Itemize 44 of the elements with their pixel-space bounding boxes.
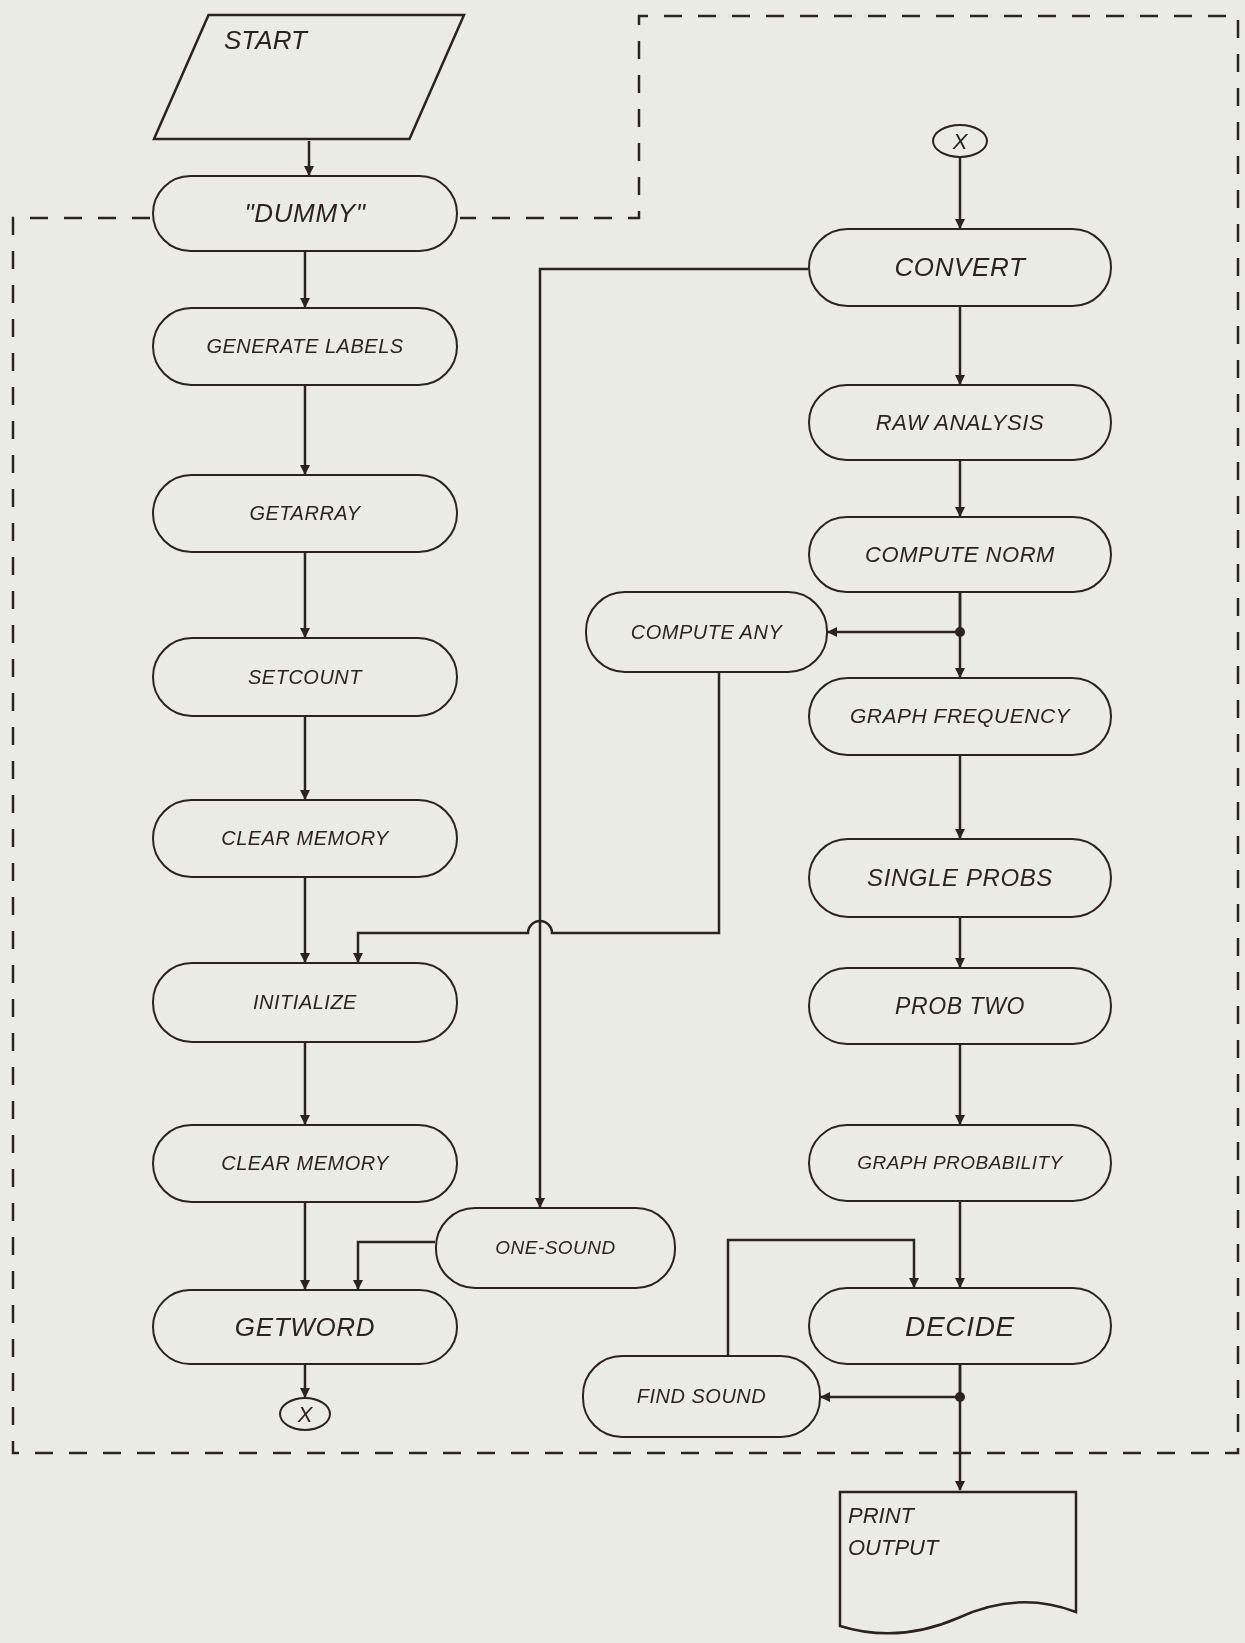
process-terminal: RAW ANALYSIS	[808, 384, 1112, 461]
arrow	[300, 1043, 310, 1125]
process-terminal: "DUMMY"	[152, 175, 458, 252]
process-terminal: CLEAR MEMORY	[152, 799, 458, 878]
arrow	[827, 593, 962, 637]
arrow	[955, 461, 965, 517]
arrow	[726, 1238, 919, 1355]
arrow	[955, 1045, 965, 1125]
process-terminal: GETARRAY	[152, 474, 458, 553]
arrow	[300, 1365, 310, 1398]
process-terminal: SETCOUNT	[152, 637, 458, 717]
process-terminal: GENERATE LABELS	[152, 307, 458, 386]
process-terminal: GRAPH PROBABILITY	[808, 1124, 1112, 1202]
arrow	[955, 756, 965, 839]
arrow	[300, 252, 310, 308]
process-terminal: INITIALIZE	[152, 962, 458, 1043]
input-parallelogram: START	[152, 13, 466, 141]
process-terminal: COMPUTE ANY	[585, 591, 828, 673]
arrow	[304, 141, 314, 176]
process-terminal: DECIDE	[808, 1287, 1112, 1365]
arrow	[955, 158, 965, 229]
arrow	[955, 918, 965, 968]
process-terminal: GRAPH FREQUENCY	[808, 677, 1112, 756]
process-terminal: COMPUTE NORM	[808, 516, 1112, 593]
arrow	[300, 386, 310, 475]
arrow	[300, 553, 310, 638]
process-terminal: CLEAR MEMORY	[152, 1124, 458, 1203]
process-terminal: ONE-SOUND	[435, 1207, 676, 1289]
connector-circle: X	[279, 1397, 331, 1431]
arrow	[353, 1240, 435, 1290]
arrow	[955, 1365, 965, 1491]
process-terminal: CONVERT	[808, 228, 1112, 307]
arrow	[300, 1203, 310, 1290]
arrow	[300, 717, 310, 800]
process-terminal: SINGLE PROBS	[808, 838, 1112, 918]
arrow	[955, 1202, 965, 1288]
process-terminal: GETWORD	[152, 1289, 458, 1365]
connector-circle: X	[932, 124, 988, 158]
arrow	[955, 307, 965, 385]
process-terminal: FIND SOUND	[582, 1355, 821, 1438]
arrow	[353, 673, 721, 963]
process-terminal: PROB TWO	[808, 967, 1112, 1045]
arrow	[535, 267, 808, 1208]
arrow	[300, 878, 310, 963]
